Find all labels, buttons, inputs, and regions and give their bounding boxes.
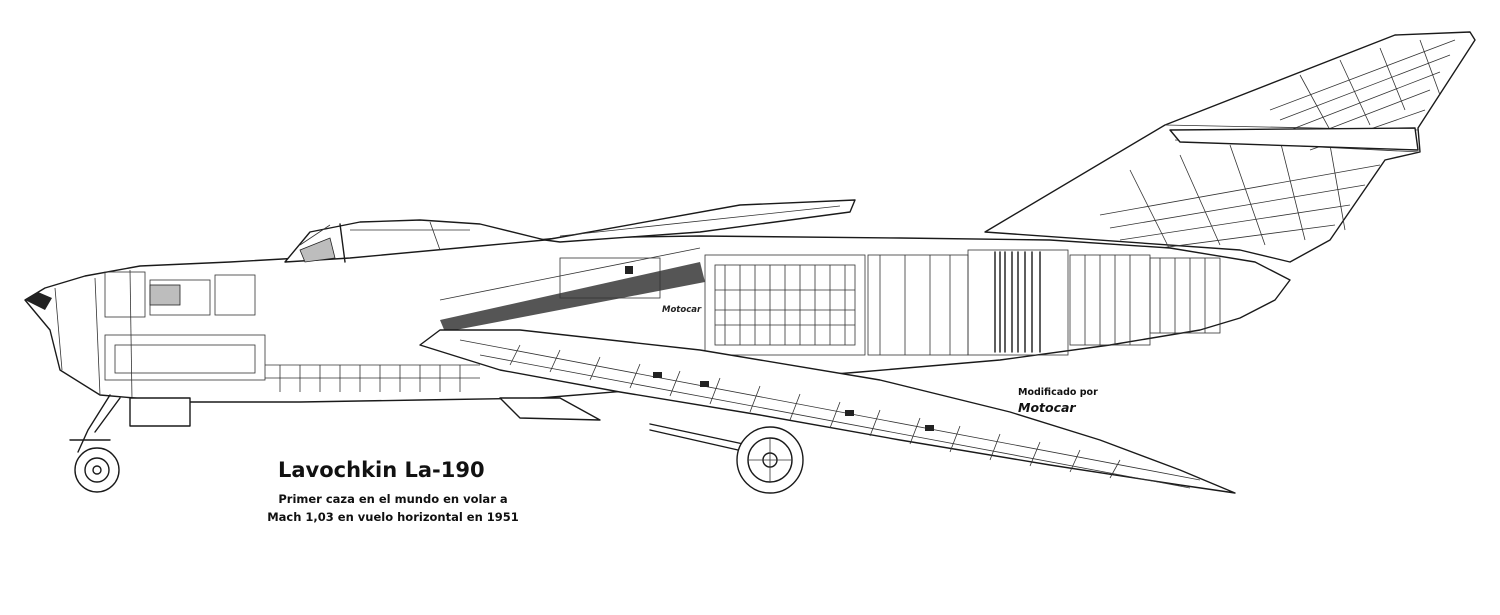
vertical-tail-fin (984, 31, 1476, 263)
main-landing-gear (649, 423, 804, 494)
engine (704, 249, 1221, 356)
ventral-fairing (129, 397, 601, 427)
credit-label: Modificado por (1018, 387, 1098, 398)
subtitle-line-2: Mach 1,03 en vuelo horizontal en 1951 (267, 510, 519, 524)
swept-wing (419, 329, 1236, 494)
modification-credit: Modificado por Motocar (1018, 387, 1098, 415)
fin-rib-grid (1099, 39, 1456, 253)
horizontal-stabilizer (1169, 127, 1419, 151)
motocar-watermark: Motocar (661, 305, 703, 315)
dorsal-fairing (544, 199, 856, 243)
wing-rib-grid (509, 344, 1121, 479)
aircraft-title: Lavochkin La-190 (278, 458, 485, 482)
aircraft-subtitle: Primer caza en el mundo en volar a Mach … (248, 490, 538, 526)
credit-author: Motocar (1018, 400, 1076, 415)
engine-combustion-stripes (994, 251, 1041, 353)
subtitle-line-1: Primer caza en el mundo en volar a (278, 492, 508, 506)
cockpit-canopy (284, 219, 546, 263)
air-intake-duct (439, 247, 705, 332)
nose-equipment (104, 271, 480, 392)
nose-landing-gear (69, 394, 121, 493)
